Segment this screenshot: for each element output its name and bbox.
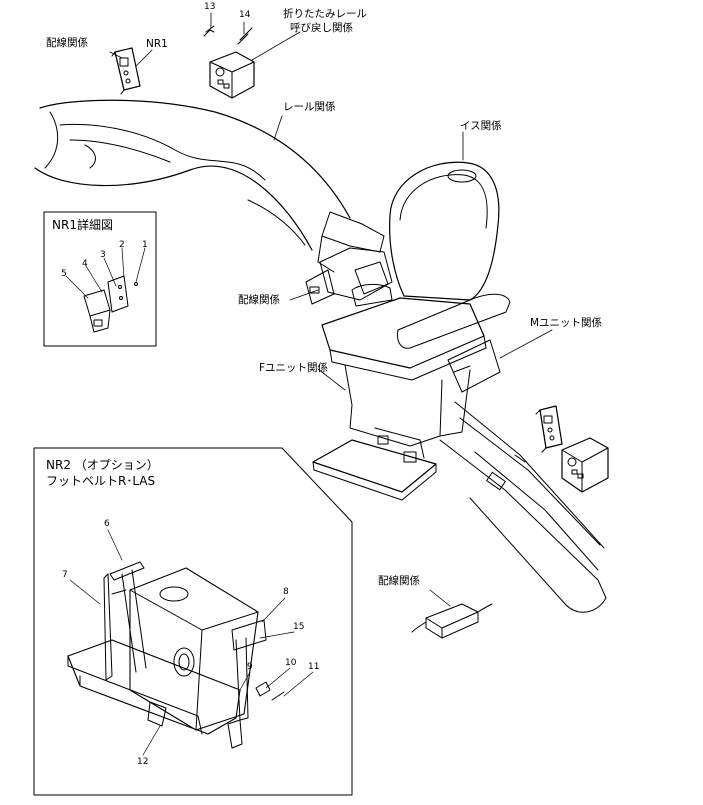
nr2-part-15: 15 [293, 622, 305, 632]
nr1-detail-title: NR1詳細図 [52, 218, 113, 232]
nr1-part-5: 5 [61, 269, 67, 279]
label-seat: イス関係 [460, 120, 502, 132]
label-rail: レール関係 [283, 101, 336, 113]
curved-rail-drawing [34, 99, 385, 273]
label-nr1: NR1 [146, 38, 168, 50]
nr2-part-10: 10 [285, 658, 297, 668]
label-f-unit: Fユニット関係 [259, 362, 329, 374]
label-m-unit: Mユニット関係 [530, 317, 603, 329]
nr1-part-3: 3 [100, 250, 106, 260]
nr2-option-box [33, 447, 353, 796]
remote-control-right-drawing [535, 405, 563, 453]
nr2-part-9: 9 [247, 662, 253, 672]
stairlift-seat-drawing [312, 161, 511, 501]
nr2-subtitle: フットベルトR･LAS [46, 474, 156, 488]
nr1-part-2: 2 [119, 240, 125, 250]
part-number-13: 13 [204, 2, 216, 12]
straight-rail-drawing [439, 401, 607, 613]
call-station-right-drawing [561, 437, 609, 493]
call-station-top-drawing [203, 25, 255, 99]
label-folding-rail: 折りたたみレール [283, 8, 367, 20]
label-wiring-top: 配線関係 [46, 37, 88, 49]
power-adapter-drawing [411, 603, 493, 639]
nr2-part-11: 11 [308, 662, 320, 672]
nr2-part-8: 8 [283, 587, 289, 597]
label-wiring-mid: 配線関係 [238, 294, 280, 306]
label-recall: 呼び戻し関係 [290, 22, 353, 34]
nr1-part-1: 1 [142, 240, 148, 250]
nr2-part-7: 7 [62, 570, 68, 580]
nr2-part-12: 12 [137, 757, 149, 767]
nr1-detail-box [43, 211, 157, 347]
remote-control-top-drawing [111, 47, 141, 95]
part-number-14: 14 [239, 10, 251, 20]
nr2-part-6: 6 [104, 519, 110, 529]
nr2-title: NR2 （オプション） [46, 458, 159, 472]
label-wiring-bottom: 配線関係 [378, 575, 420, 587]
leader-lines [109, 12, 553, 607]
nr1-part-4: 4 [82, 259, 88, 269]
